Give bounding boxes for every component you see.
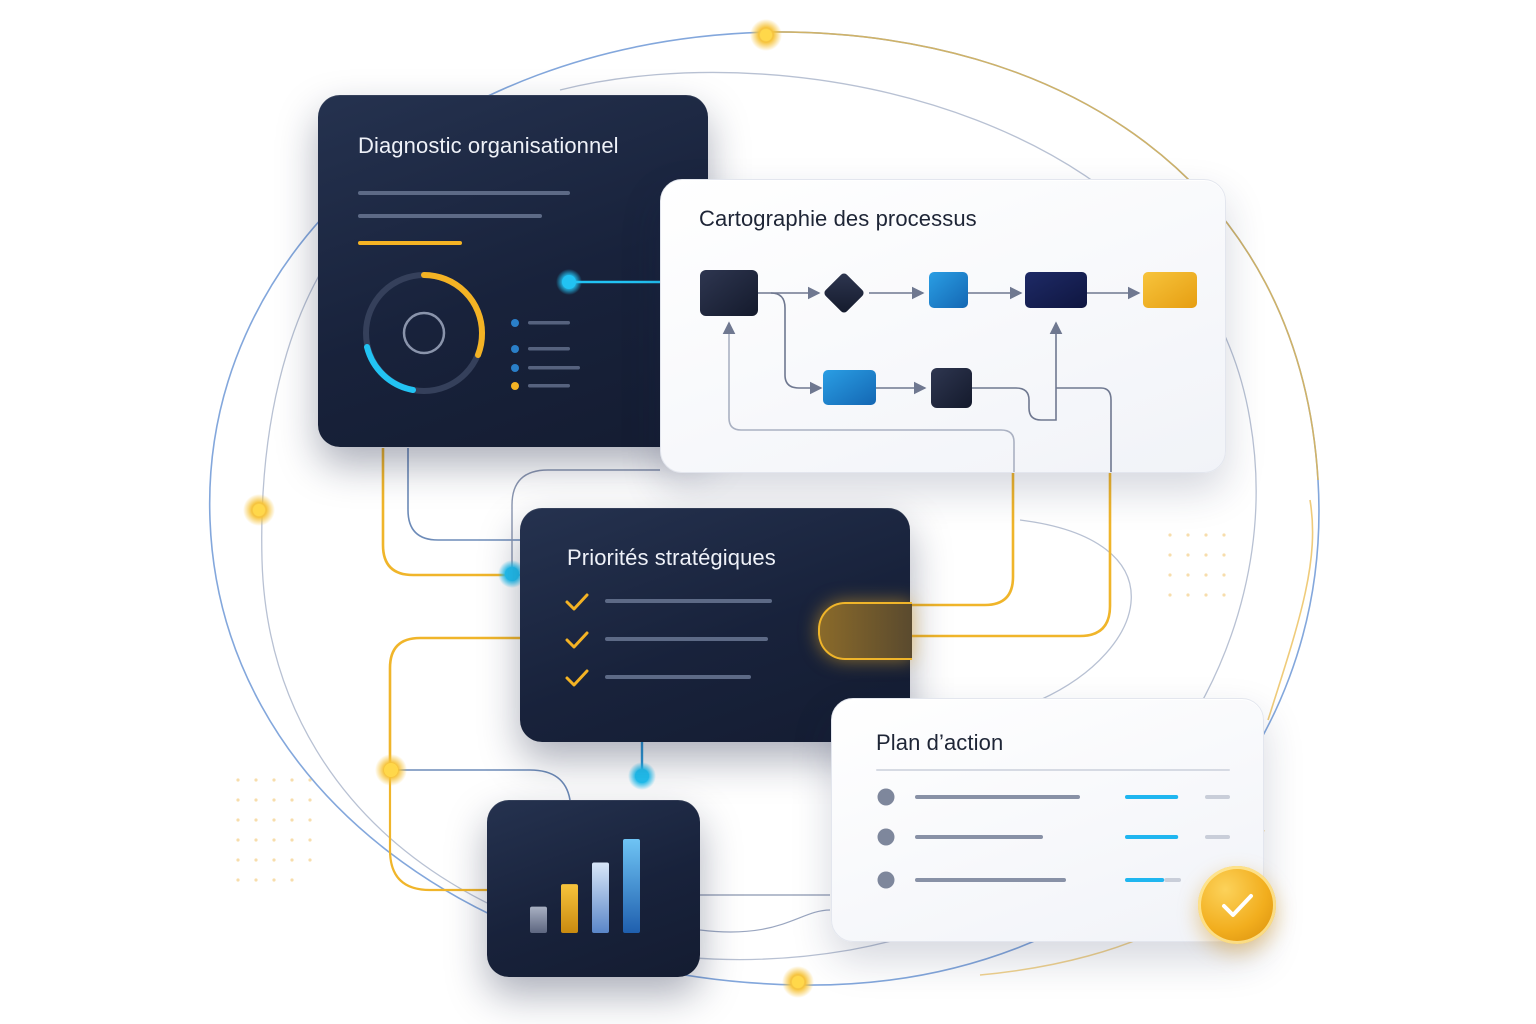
connector-gold-4	[908, 472, 1015, 607]
action-list	[877, 788, 1230, 889]
node-gold-mid	[384, 763, 398, 777]
diagnostic-card[interactable]: Diagnostic organisationnel	[318, 95, 708, 447]
dot-grid-left	[236, 778, 312, 882]
donut-chart-icon	[363, 272, 486, 394]
priorities-card-title: Priorités stratégiques	[567, 545, 776, 570]
process-map-card[interactable]: Cartographie des processus	[660, 179, 1226, 473]
connector-gold-1	[381, 448, 512, 577]
text-line	[358, 214, 542, 218]
node-cyan-bottom	[635, 769, 649, 783]
process-flow-diagram	[700, 270, 1197, 472]
node-gold-top	[760, 29, 772, 41]
checkmark-icon	[565, 631, 589, 649]
node-gold-left	[253, 504, 265, 516]
bar-3	[592, 862, 609, 933]
connector-gold-3	[388, 770, 490, 892]
bar-2	[561, 884, 578, 933]
connector-gold-5	[908, 472, 1112, 638]
toggle-connector-pill[interactable]	[818, 602, 912, 660]
connector-grey-1	[511, 469, 660, 576]
node-gold-bottom	[792, 976, 804, 988]
progress-bar-2	[1125, 835, 1179, 839]
dot-grid-right	[1168, 533, 1226, 597]
action-plan-card-title: Plan d’action	[876, 730, 1004, 755]
list-bullet	[877, 871, 895, 889]
action-plan-card[interactable]: Plan d’action	[831, 698, 1264, 942]
node-cyan-left	[505, 567, 519, 581]
connector-blue-1	[407, 448, 520, 541]
connector-blue-2	[390, 769, 571, 801]
orbit-gold-right	[1267, 499, 1314, 721]
connector-grey-3	[699, 909, 831, 933]
highlight-line	[358, 241, 462, 245]
connector-gold-2	[388, 636, 520, 770]
checkmark-icon	[565, 593, 589, 611]
process-map-card-title: Cartographie des processus	[699, 206, 977, 231]
bar-chart-card[interactable]	[487, 800, 700, 977]
divider	[876, 769, 1230, 771]
legend-list	[511, 319, 580, 390]
list-bullet	[877, 828, 895, 846]
priority-checklist	[565, 593, 772, 687]
bar-4	[623, 839, 640, 933]
progress-bar-1	[1125, 795, 1179, 799]
orbit-outer-gold	[769, 31, 1319, 481]
checkmark-icon	[565, 669, 589, 687]
bar-1	[530, 906, 547, 933]
progress-track-3	[1164, 878, 1181, 882]
progress-bar-3	[1125, 878, 1165, 882]
diagnostic-card-title: Diagnostic organisationnel	[358, 133, 619, 158]
text-line	[358, 191, 570, 195]
check-circle-icon[interactable]	[1198, 866, 1276, 944]
list-bullet	[877, 788, 895, 806]
bar-chart-icon	[530, 839, 640, 933]
orbit-curve-right	[1019, 519, 1132, 701]
